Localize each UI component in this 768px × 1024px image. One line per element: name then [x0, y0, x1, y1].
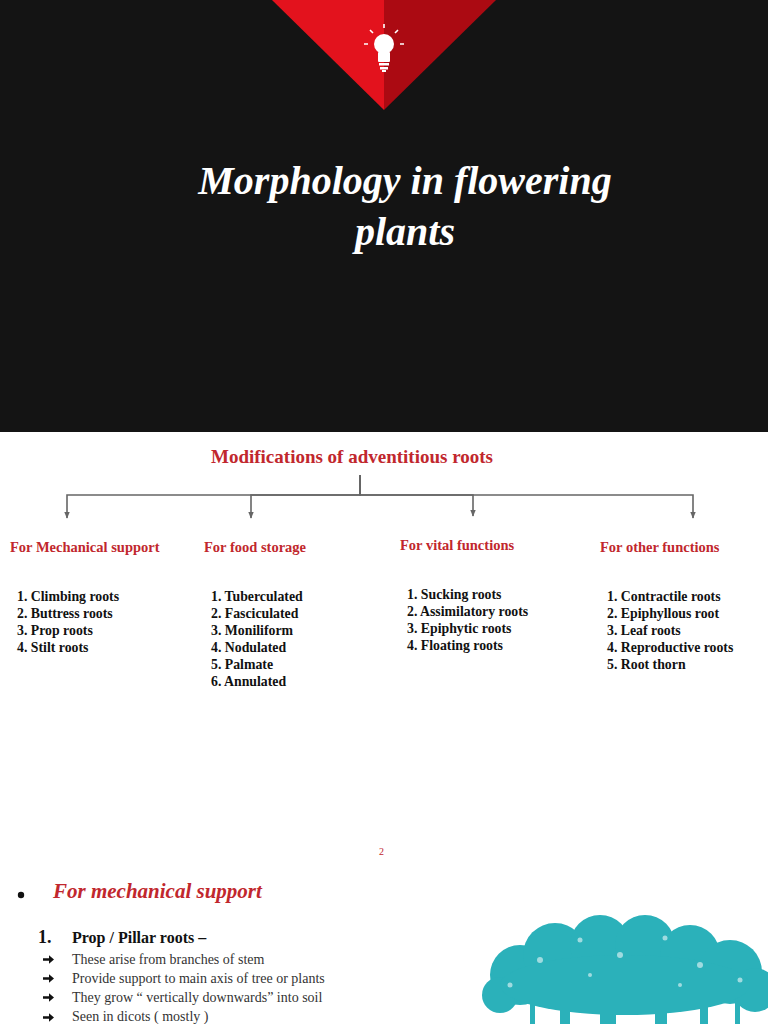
bullet-text: They grow “ vertically downwards” into s…	[72, 989, 322, 1006]
list-item: 2. Buttress roots	[17, 605, 160, 622]
bullet-text: These arise from branches of stem	[72, 951, 264, 968]
list-item: 2. Assimilatory roots	[407, 603, 528, 620]
list-item: 1. Sucking roots	[407, 586, 528, 603]
list-item: 6. Annulated	[211, 673, 306, 690]
list-item: 1. Climbing roots	[17, 588, 160, 605]
tree-illustration-part	[500, 955, 750, 1015]
category-group: For vital functions 1. Sucking roots2. As…	[400, 536, 528, 654]
tree-illustration-part-part	[697, 962, 703, 968]
item-list: 1. Sucking roots2. Assimilatory roots3. …	[400, 586, 528, 654]
tree-connector	[67, 475, 360, 518]
arrow-bullets	[43, 955, 54, 1021]
category-group: For food storage 1. Tuberculated2. Fascic…	[204, 538, 306, 690]
arrow-bullets-part	[43, 1013, 54, 1021]
tree-illustration-part	[530, 1000, 535, 1024]
bullet-text: Provide support to main axis of tree or …	[72, 970, 325, 987]
list-item: 1. Contractile roots	[607, 588, 733, 605]
tree-illustration-part-part	[508, 983, 513, 988]
tree-illustration-part-part	[678, 983, 682, 987]
list-item: 3. Prop roots	[17, 622, 160, 639]
list-item: 1. Tuberculated	[211, 588, 306, 605]
list-item: 4. Stilt roots	[17, 639, 160, 656]
item-number: 1.	[38, 926, 52, 948]
tree-illustration-part-part	[738, 978, 743, 983]
lightbulb-icon-part	[382, 70, 386, 72]
list-item: 2. Epiphyllous root	[607, 605, 733, 622]
tree-illustration-part-part	[588, 973, 592, 977]
red-triangle	[272, 0, 496, 110]
tree-illustration-part	[655, 992, 667, 1024]
arrow-bullets-part	[43, 955, 54, 963]
list-item: 3. Moniliform	[211, 622, 306, 639]
tree-illustration-part-part	[537, 957, 543, 963]
bullet-dot	[18, 892, 24, 898]
list-item: 5. Root thorn	[607, 656, 733, 673]
section-heading: For mechanical support	[53, 879, 262, 904]
category-group: For Mechanical support 1. Climbing roots2…	[10, 538, 160, 656]
tree-illustration-part	[508, 936, 743, 988]
lightbulb-icon-part	[380, 67, 388, 70]
list-item: 2. Fasciculated	[211, 605, 306, 622]
slide-title: Morphology in flowering plants	[160, 155, 650, 257]
tree-illustration-part	[700, 995, 708, 1024]
page-number: 2	[379, 846, 384, 858]
lightbulb-icon-part	[374, 34, 394, 54]
list-item: 4. Nodulated	[211, 639, 306, 656]
lightbulb-icon-part	[378, 52, 390, 62]
red-triangle-part	[272, 0, 384, 110]
tree-connector	[360, 475, 693, 518]
tree-connector	[251, 475, 360, 518]
diagram-heading: Modifications of adventitious roots	[150, 445, 554, 469]
root-heading: Modifications of adventitious roots	[150, 445, 554, 469]
list-item: 4. Floating roots	[407, 637, 528, 654]
item-heading: Prop / Pillar roots –	[72, 928, 206, 947]
category-heading: For other functions	[600, 538, 733, 556]
tree-illustration-part-part	[578, 938, 583, 943]
lightbulb-icon-part	[364, 24, 404, 44]
lightbulb-icon-part	[379, 63, 389, 66]
tree-illustration-part	[560, 995, 570, 1024]
item-list: 1. Climbing roots2. Buttress roots3. Pro…	[10, 588, 160, 656]
list-item: 3. Epiphytic roots	[407, 620, 528, 637]
category-heading: For Mechanical support	[10, 538, 160, 556]
category-group: For other functions 1. Contractile roots2…	[600, 538, 733, 673]
item-list: 1. Tuberculated2. Fasciculated3. Monilif…	[204, 588, 306, 690]
list-item: 5. Palmate	[211, 656, 306, 673]
tree-illustration-part-part	[663, 936, 668, 941]
category-heading: For vital functions	[400, 536, 528, 554]
list-item: 3. Leaf roots	[607, 622, 733, 639]
bullet-text: Seen in dicots ( mostly )	[72, 1008, 209, 1024]
tree-illustration-part-part	[617, 952, 623, 958]
red-triangle-part	[384, 0, 496, 110]
dark-band	[0, 0, 768, 432]
arrow-bullets-part	[43, 974, 54, 982]
category-heading: For food storage	[204, 538, 306, 556]
tree-illustration-part	[735, 1000, 740, 1024]
arrow-bullets-part	[43, 993, 54, 1001]
tree-illustration-part	[600, 990, 616, 1024]
lightbulb-icon	[364, 24, 404, 72]
item-list: 1. Contractile roots2. Epiphyllous root3…	[600, 588, 733, 673]
tree-illustration	[482, 915, 768, 1024]
list-item: 4. Reproductive roots	[607, 639, 733, 656]
